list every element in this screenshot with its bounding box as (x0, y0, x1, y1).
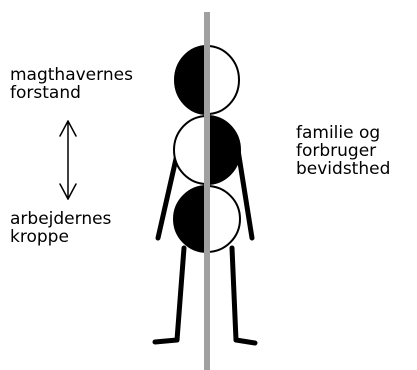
label-top-line2: forstand (10, 83, 81, 103)
label-bottom-line2: kroppe (10, 227, 69, 247)
label-top-line1: magthavernes (10, 65, 133, 85)
label-right-line3: bevidsthed (296, 159, 390, 179)
label-right-line2: forbruger (296, 141, 376, 161)
label-right-line1: familie og (296, 123, 380, 143)
right-leg (232, 248, 255, 343)
left-leg (155, 248, 184, 342)
label-bottom-line1: arbejdernes (10, 209, 111, 229)
double-arrow-icon (60, 121, 76, 199)
vertical-axis-line (204, 12, 210, 370)
